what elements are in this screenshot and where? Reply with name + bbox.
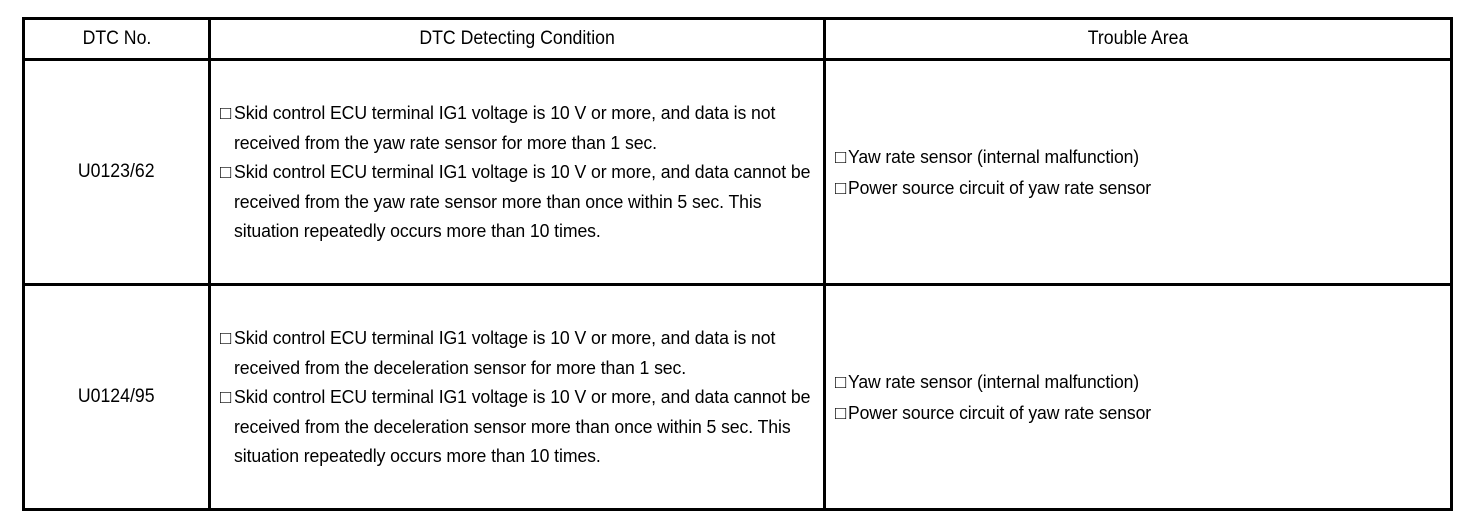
table-row: U0123/62 □ Skid control ECU terminal IG1…	[22, 58, 1453, 286]
condition-item: □ Skid control ECU terminal IG1 voltage …	[220, 157, 817, 246]
table-row: U0124/95 □ Skid control ECU terminal IG1…	[22, 283, 1453, 511]
cell-detecting-condition: □ Skid control ECU terminal IG1 voltage …	[208, 283, 826, 511]
trouble-area-item: □ Yaw rate sensor (internal malfunction)	[835, 141, 1444, 172]
square-bullet-icon: □	[220, 386, 232, 408]
condition-text: Skid control ECU terminal IG1 voltage is…	[234, 161, 811, 242]
column-header-detecting-condition-label: DTC Detecting Condition	[419, 28, 615, 49]
square-bullet-icon: □	[835, 177, 847, 198]
square-bullet-icon: □	[220, 327, 232, 349]
square-bullet-icon: □	[220, 161, 232, 183]
trouble-area-list: □ Yaw rate sensor (internal malfunction)…	[826, 141, 1450, 203]
dtc-table: DTC No. DTC Detecting Condition Trouble …	[22, 17, 1453, 511]
trouble-area-text: Power source circuit of yaw rate sensor	[848, 177, 1152, 198]
column-header-dtc-no: DTC No.	[22, 17, 211, 61]
condition-text: Skid control ECU terminal IG1 voltage is…	[234, 327, 776, 378]
cell-dtc-no: U0123/62	[22, 58, 211, 286]
square-bullet-icon: □	[220, 102, 232, 124]
condition-list: □ Skid control ECU terminal IG1 voltage …	[211, 91, 823, 253]
trouble-area-list: □ Yaw rate sensor (internal malfunction)…	[826, 366, 1450, 428]
cell-trouble-area: □ Yaw rate sensor (internal malfunction)…	[823, 58, 1453, 286]
dtc-number: U0123/62	[78, 161, 155, 182]
condition-text: Skid control ECU terminal IG1 voltage is…	[234, 102, 776, 153]
trouble-area-item: □ Power source circuit of yaw rate senso…	[835, 397, 1444, 428]
cell-dtc-no: U0124/95	[22, 283, 211, 511]
condition-item: □ Skid control ECU terminal IG1 voltage …	[220, 98, 817, 157]
table-body: U0123/62 □ Skid control ECU terminal IG1…	[22, 58, 1453, 511]
column-header-trouble-area-label: Trouble Area	[1087, 28, 1189, 49]
column-header-dtc-no-label: DTC No.	[82, 28, 151, 49]
square-bullet-icon: □	[835, 402, 847, 423]
cell-trouble-area: □ Yaw rate sensor (internal malfunction)…	[823, 283, 1453, 511]
trouble-area-text: Power source circuit of yaw rate sensor	[848, 402, 1152, 423]
cell-detecting-condition: □ Skid control ECU terminal IG1 voltage …	[208, 58, 826, 286]
square-bullet-icon: □	[835, 371, 847, 392]
trouble-area-item: □ Yaw rate sensor (internal malfunction)	[835, 366, 1444, 397]
dtc-number: U0124/95	[78, 386, 155, 407]
trouble-area-text: Yaw rate sensor (internal malfunction)	[848, 146, 1140, 167]
trouble-area-item: □ Power source circuit of yaw rate senso…	[835, 172, 1444, 203]
column-header-detecting-condition: DTC Detecting Condition	[208, 17, 826, 61]
table-header: DTC No. DTC Detecting Condition Trouble …	[22, 17, 1453, 61]
column-header-trouble-area: Trouble Area	[823, 17, 1453, 61]
trouble-area-text: Yaw rate sensor (internal malfunction)	[848, 371, 1140, 392]
header-row: DTC No. DTC Detecting Condition Trouble …	[22, 17, 1453, 61]
condition-text: Skid control ECU terminal IG1 voltage is…	[234, 386, 811, 467]
condition-list: □ Skid control ECU terminal IG1 voltage …	[211, 316, 823, 478]
square-bullet-icon: □	[835, 146, 847, 167]
condition-item: □ Skid control ECU terminal IG1 voltage …	[220, 323, 817, 382]
condition-item: □ Skid control ECU terminal IG1 voltage …	[220, 382, 817, 471]
